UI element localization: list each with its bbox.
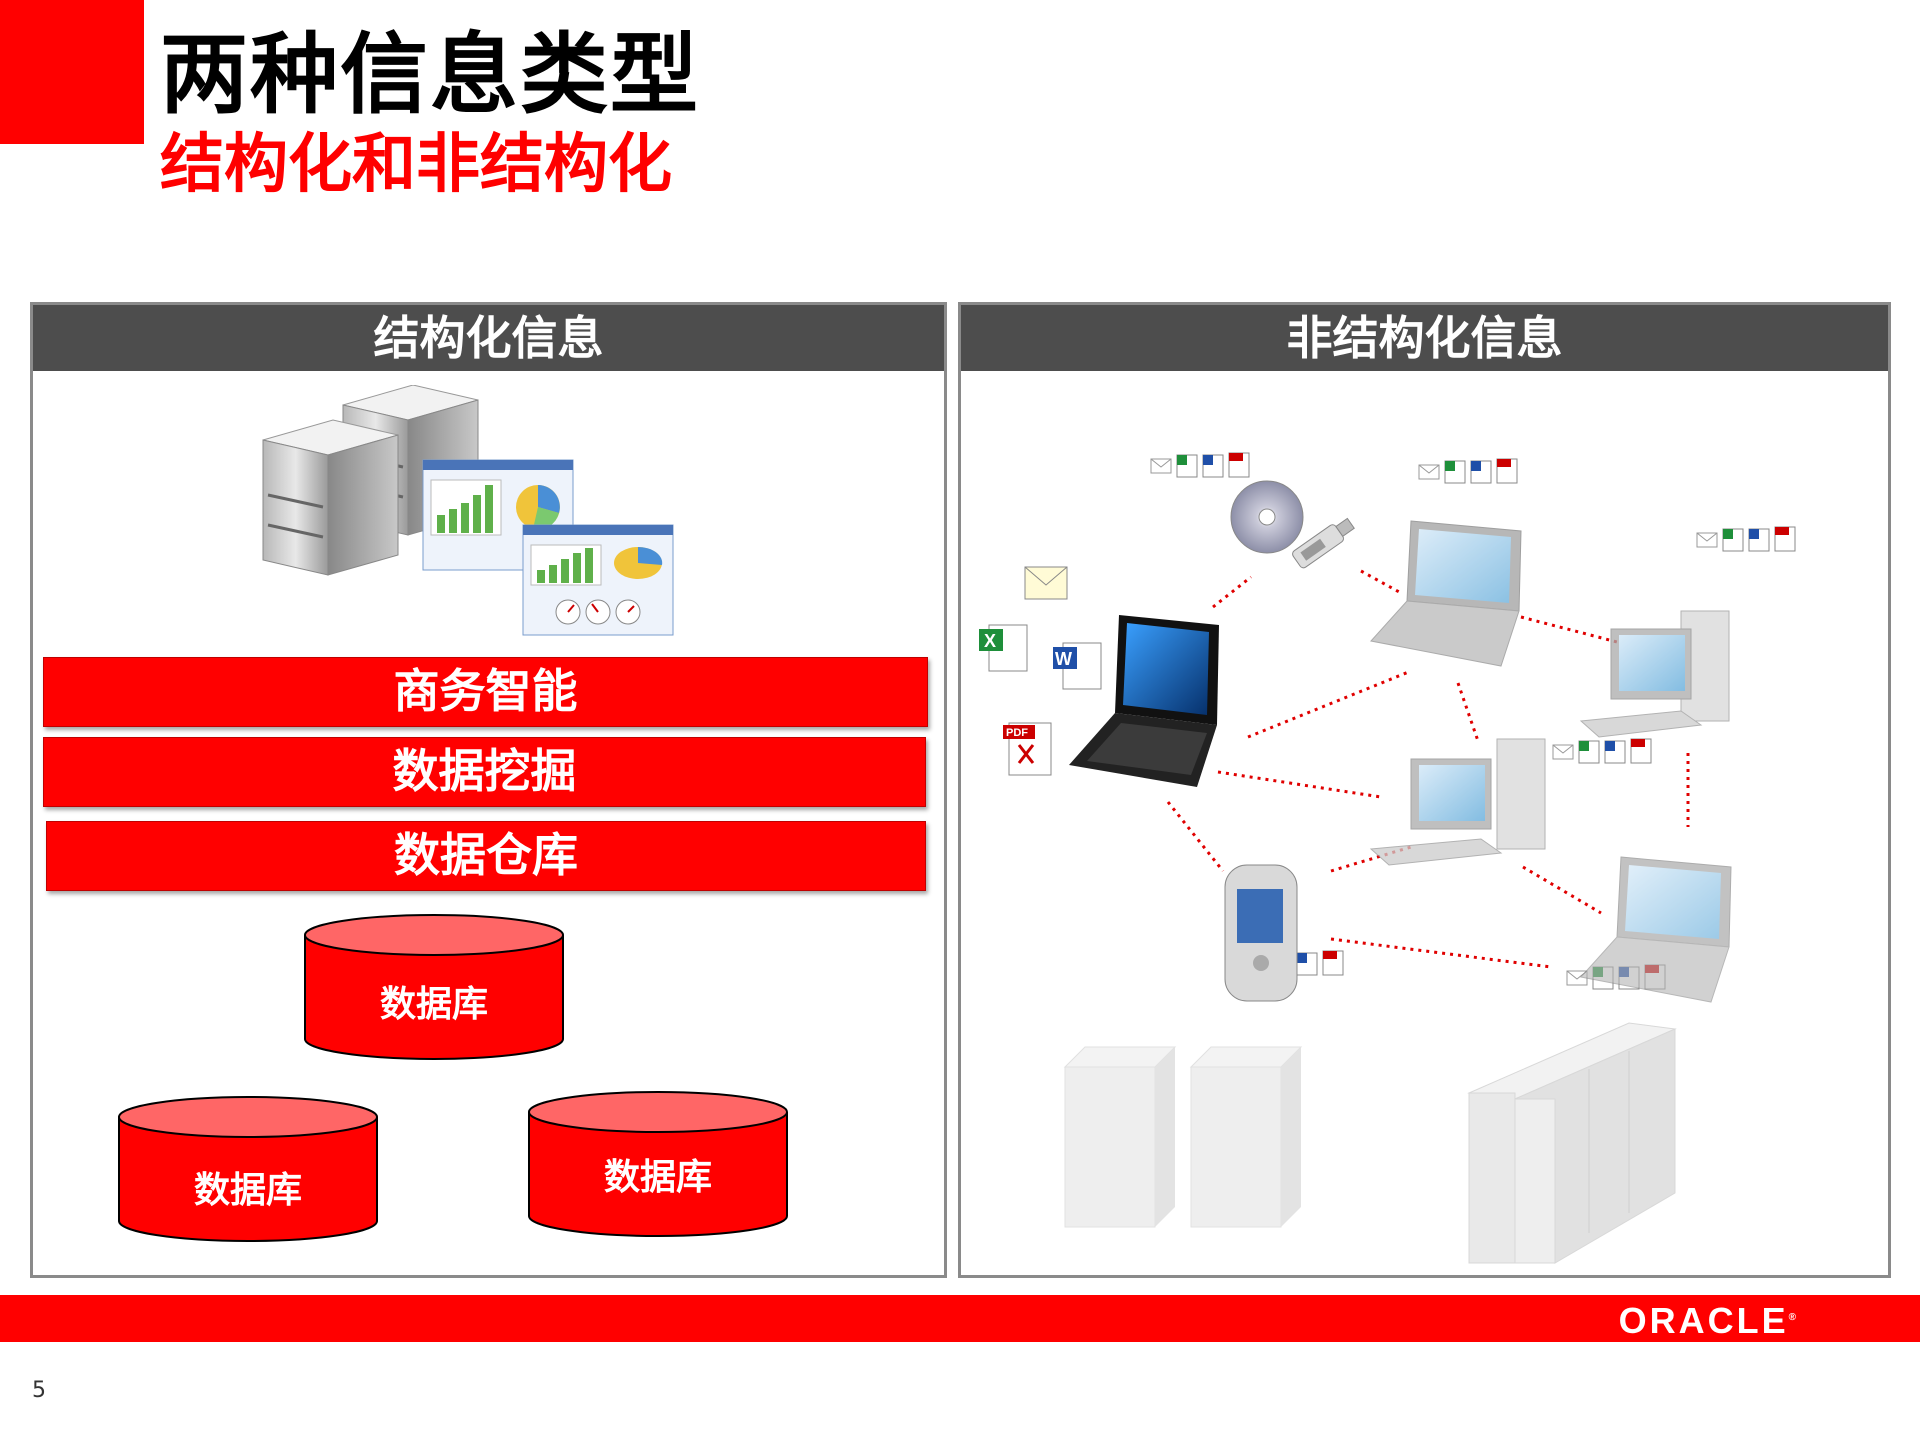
laptop-icon	[1370, 520, 1522, 667]
database-cylinder: 数据库	[527, 1090, 789, 1238]
unstructured-panel-header: 非结构化信息	[961, 305, 1888, 371]
database-label: 数据库	[379, 984, 488, 1025]
email-icon	[1024, 566, 1068, 600]
laptop-icon	[1069, 615, 1219, 787]
slide-title: 两种信息类型	[160, 23, 701, 126]
laptop-icon	[1580, 856, 1732, 1003]
file-icons-cluster	[1150, 452, 1250, 478]
database-label: 数据库	[603, 1157, 712, 1198]
cd-icon	[1230, 480, 1304, 554]
database-cylinder: 数据库	[117, 1095, 379, 1243]
usb-drive-icon	[1292, 517, 1355, 569]
desktop-pc-icon	[1369, 738, 1546, 866]
layer-business-intelligence: 商务智能	[43, 657, 928, 727]
layer-data-mining: 数据挖掘	[43, 737, 926, 807]
server-tower-icon	[1189, 1046, 1303, 1228]
desktop-pc-icon	[1579, 610, 1730, 738]
structured-panel-header: 结构化信息	[33, 305, 944, 371]
servers-dashboards-illustration	[262, 385, 674, 636]
smartphone-icon	[1224, 864, 1298, 1002]
storage-array-icon	[1467, 1022, 1677, 1264]
oracle-logo: ORACLE®	[1618, 1300, 1796, 1341]
server-icon	[262, 419, 399, 576]
svg-text:PDF: PDF	[1006, 727, 1028, 739]
corner-accent	[0, 0, 144, 144]
dashboard-screenshot-icon	[522, 524, 674, 636]
file-icons-cluster	[1696, 526, 1796, 552]
unstructured-info-panel: 非结构化信息	[958, 302, 1891, 1278]
database-cylinder: 数据库	[303, 913, 565, 1061]
footer-bar	[0, 1295, 1920, 1342]
database-label: 数据库	[193, 1170, 302, 1211]
slide-subtitle: 结构化和非结构化	[160, 128, 672, 202]
excel-icon: X	[979, 624, 1028, 672]
server-tower-icon	[1063, 1046, 1177, 1228]
page-number: 5	[32, 1378, 46, 1403]
layer-data-warehouse: 数据仓库	[46, 821, 926, 891]
structured-info-panel: 结构化信息	[30, 302, 947, 1278]
network-links	[1166, 569, 1690, 969]
word-icon: W	[1053, 642, 1102, 690]
svg-text:W: W	[1055, 649, 1072, 669]
network-illustration: X W PDF	[979, 452, 1796, 1264]
file-icons-cluster	[1418, 458, 1518, 484]
svg-text:X: X	[984, 631, 996, 651]
file-icons-cluster	[1552, 738, 1652, 764]
pdf-icon: PDF	[1003, 722, 1052, 776]
